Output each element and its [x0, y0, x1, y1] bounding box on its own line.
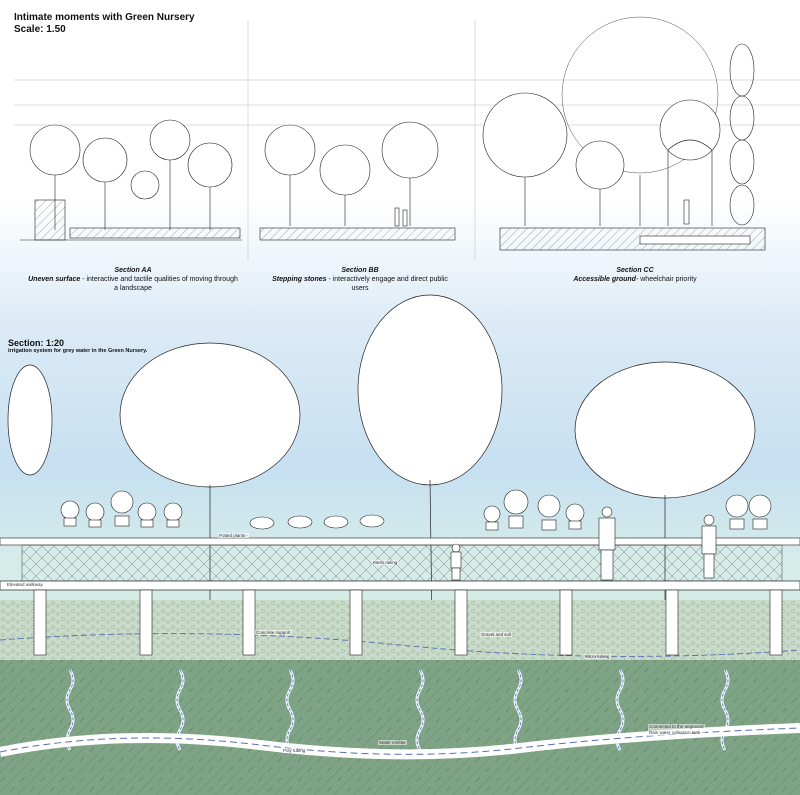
section-aa-drawing [20, 119, 242, 241]
section-cc-desc: Accessible ground- wheelchair priority [573, 276, 697, 283]
drawing-title: Intimate moments with Green Nursery Scal… [14, 12, 195, 36]
micro-tubing-verticals-dash [66, 669, 729, 751]
label-potted-plants: Potted plants - [218, 533, 250, 538]
section-aa-desc: Uneven surface - interactive and tactile… [28, 276, 238, 292]
title-text: Intimate moments with Green Nursery [14, 12, 195, 23]
micro-tubing-line [0, 633, 800, 657]
scale-text: Scale: 1.50 [14, 24, 66, 35]
section-bb-desc: Stepping stones - interactively engage a… [272, 276, 448, 292]
caption-section-cc: Section CC Accessible ground- wheelchair… [550, 266, 720, 284]
section-bb-drawing [259, 121, 456, 241]
label-elevated-walkway: Elevated walkway [6, 582, 44, 587]
gravel-texture [0, 600, 800, 660]
potted-plants [60, 489, 772, 531]
section-bb-title: Section BB [341, 267, 379, 274]
section-120-title: Section: 1:20 [8, 338, 65, 348]
section-120-heading: Section: 1:20 irrigation system for grey… [8, 338, 147, 354]
elevated-walkway [0, 580, 800, 591]
label-gravel-and-soil: Gravel and soil [480, 632, 513, 637]
trees-120 [7, 294, 756, 621]
label-micro-tubing: Micro tubing [584, 654, 611, 659]
caption-section-aa: Section AA Uneven surface - interactive … [28, 266, 238, 293]
label-mesh-railing: Mesh railing [372, 560, 399, 565]
section-120-subtitle: irrigation system for grey water in the … [8, 348, 148, 354]
section-cc-drawing [482, 16, 766, 251]
concrete-supports [33, 589, 783, 656]
label-connected-tank: Connected to the unground Rain water col… [648, 724, 705, 736]
caption-section-bb: Section BB Stepping stones - interactive… [270, 266, 450, 293]
label-water-emitter: Water emitter [378, 740, 407, 745]
people [450, 506, 717, 581]
poly-tubing-flow [0, 727, 800, 755]
upper-deck [0, 537, 800, 582]
label-poly-tubing: Poly tubing [282, 748, 307, 753]
section-aa-title: Section AA [114, 267, 152, 274]
label-concrete-support: Concrete support [255, 630, 292, 635]
section-cc-title: Section CC [616, 267, 654, 274]
